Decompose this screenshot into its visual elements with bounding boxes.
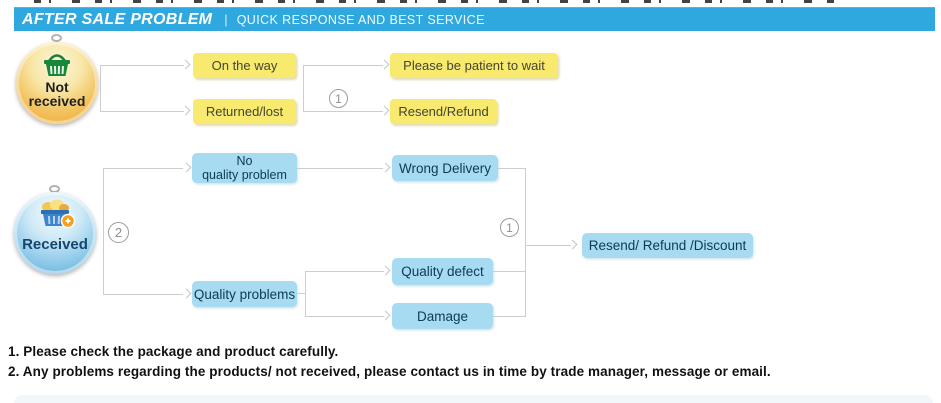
connector-line	[303, 65, 383, 66]
connector-line	[498, 168, 526, 169]
not-received-label: Not received	[28, 79, 86, 109]
arrowhead-icon	[567, 239, 578, 250]
arrowhead-icon	[181, 162, 192, 173]
junction-marker-1-right: 1	[500, 218, 519, 237]
connector-line	[103, 168, 104, 294]
arrowhead-icon	[379, 59, 390, 70]
connector-line	[297, 293, 306, 294]
junction-marker-1: 1	[329, 89, 348, 108]
footer-notes: 1. Please check the package and product …	[8, 342, 771, 382]
not-received-badge: Not received	[16, 42, 98, 124]
flow-box-wrong-delivery: Wrong Delivery	[392, 155, 498, 181]
header-separator: |	[224, 12, 228, 27]
connector-line	[100, 65, 101, 112]
flow-box-be-patient: Please be patient to wait	[390, 53, 558, 78]
arrowhead-icon	[380, 265, 391, 276]
connector-line	[493, 271, 526, 272]
flow-box-quality-defect: Quality defect	[392, 258, 493, 285]
connector-line	[493, 316, 526, 317]
connector-line	[297, 168, 383, 169]
header-title: AFTER SALE PROBLEM	[22, 10, 213, 28]
arrowhead-icon	[380, 310, 391, 321]
arrowhead-icon	[380, 162, 391, 173]
arrowhead-icon	[180, 105, 191, 116]
tag-clip-icon	[51, 34, 62, 42]
flow-box-resend-refund-discount: Resend/ Refund /Discount	[582, 233, 753, 258]
connector-line	[103, 294, 183, 295]
cropped-text-remnant	[34, 0, 834, 3]
header-bar: AFTER SALE PROBLEM | QUICK RESPONSE AND …	[14, 7, 935, 31]
flow-box-returned-lost: Returned/lost	[193, 99, 296, 124]
bottom-strip	[14, 395, 933, 403]
flow-box-no-quality-problem: No quality problem	[192, 153, 297, 183]
connector-line	[525, 245, 571, 246]
connector-line	[103, 168, 183, 169]
flow-box-on-the-way: On the way	[193, 53, 296, 78]
connector-line	[525, 168, 526, 317]
note-line-1: 1. Please check the package and product …	[8, 344, 339, 359]
arrowhead-icon	[379, 105, 390, 116]
junction-marker-2: 2	[108, 222, 129, 243]
full-basket-icon	[41, 199, 76, 229]
note-line-2: 2. Any problems regarding the products/ …	[8, 364, 771, 379]
connector-line	[305, 271, 306, 317]
header-subtitle: QUICK RESPONSE AND BEST SERVICE	[236, 12, 485, 27]
connector-line	[303, 111, 383, 112]
connector-line	[303, 65, 304, 111]
received-badge: Received	[14, 192, 96, 274]
flow-box-quality-problems: Quality problems	[192, 281, 297, 307]
flow-box-resend-refund: Resend/Refund	[390, 99, 497, 124]
connector-line	[305, 316, 384, 317]
connector-line	[100, 65, 184, 66]
green-basket-icon	[44, 54, 70, 76]
flow-box-damage: Damage	[392, 303, 493, 329]
connector-line	[305, 271, 384, 272]
connector-line	[100, 111, 184, 112]
received-label: Received	[22, 236, 88, 253]
arrowhead-icon	[180, 59, 191, 70]
arrowhead-icon	[181, 288, 192, 299]
